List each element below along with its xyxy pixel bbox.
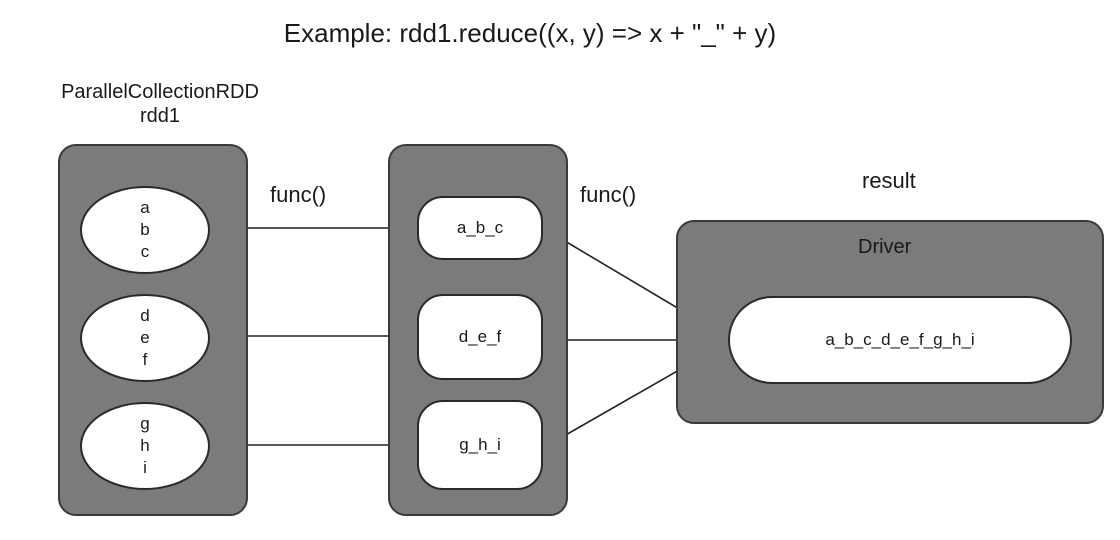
partition-1-line-2: b (140, 220, 150, 239)
partition-1-line-3: c (140, 242, 150, 261)
partition-1-line-1: a (140, 198, 150, 217)
partition-2-line-3: f (142, 350, 148, 369)
result-label: result (862, 168, 916, 193)
partition-3: g h i (80, 402, 210, 490)
rdd-type-label: ParallelCollectionRDD (61, 81, 259, 103)
partition-2-line-2: e (140, 328, 150, 347)
partial-result-1: a_b_c (417, 196, 543, 260)
func-label-1: func() (270, 182, 327, 207)
partition-1: a b c (80, 186, 210, 274)
partial-result-2: d_e_f (417, 294, 543, 380)
partition-2: d e f (80, 294, 210, 382)
func-label-2: func() (580, 182, 637, 207)
partition-3-line-2: h (140, 436, 150, 455)
diagram-title: Example: rdd1.reduce((x, y) => x + "_" +… (283, 18, 777, 48)
driver-result: a_b_c_d_e_f_g_h_i (728, 296, 1072, 384)
rdd-variable-label: rdd1 (139, 105, 181, 127)
partition-2-line-1: d (140, 306, 150, 325)
driver-label: Driver (858, 236, 912, 258)
partial-result-3: g_h_i (417, 400, 543, 490)
partition-3-line-1: g (140, 414, 150, 433)
rdd-name-label: ParallelCollectionRDD rdd1 (30, 80, 290, 128)
partition-3-line-3: i (143, 458, 147, 477)
